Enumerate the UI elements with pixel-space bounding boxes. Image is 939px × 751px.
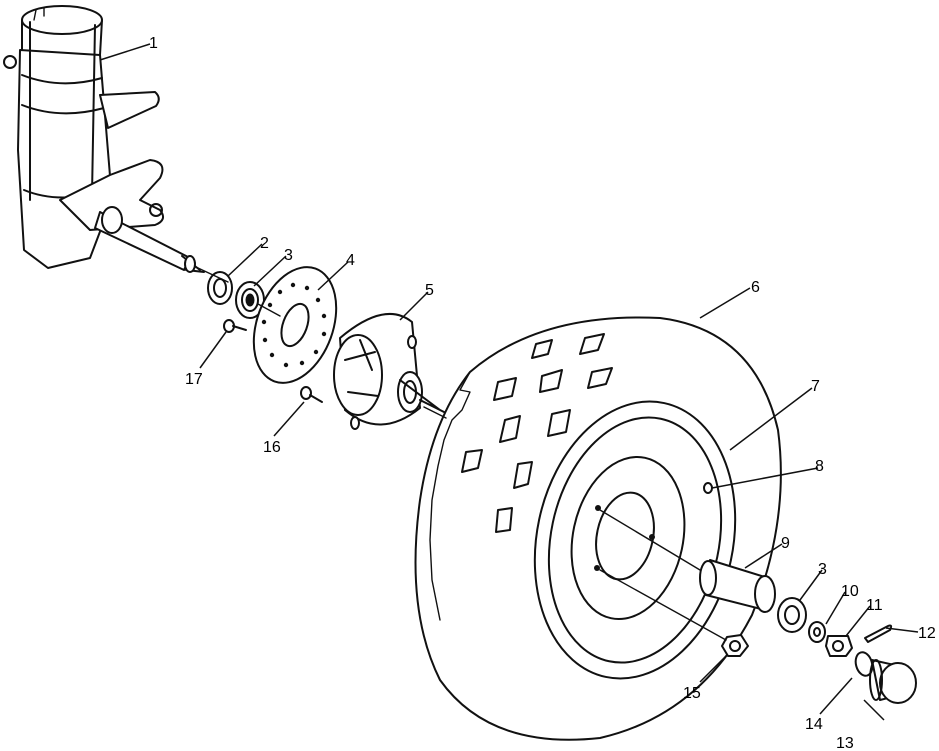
callout-label: 14	[805, 716, 823, 733]
callout-label: 7	[811, 378, 820, 395]
callout-label: 4	[346, 252, 355, 269]
cotter-pin-part	[864, 624, 893, 643]
callout-labels: 1 2 3 4 5 6 7 8 9 3 10 11 12 13 14 15 16…	[149, 35, 936, 751]
rim-part	[533, 400, 737, 680]
wheel-stud-part	[300, 386, 323, 403]
washer-part	[808, 621, 826, 643]
callout-label: 5	[425, 282, 434, 299]
callout-label: 6	[751, 279, 760, 296]
callout-label: 12	[918, 625, 936, 642]
callout-label: 11	[866, 597, 883, 614]
leader-lines	[99, 43, 919, 721]
lug-nut-part	[721, 634, 749, 657]
callout-label: 3	[284, 247, 293, 264]
callout-label: 2	[260, 235, 269, 252]
callout-label: 1	[149, 35, 158, 52]
castle-nut-part	[825, 635, 853, 657]
callout-label: 17	[185, 371, 203, 388]
spacer-part	[699, 559, 776, 613]
hub-cap-part	[869, 659, 917, 704]
assembly-axis-line	[197, 267, 727, 641]
callout-label: 10	[841, 583, 859, 600]
valve-stem-part	[703, 482, 713, 494]
brake-disc-bolt-part	[223, 319, 247, 333]
hub-part	[333, 313, 445, 430]
seal-part	[207, 271, 233, 305]
callout-label: 15	[683, 685, 701, 702]
callout-label: 9	[781, 535, 790, 552]
callout-label: 3	[818, 561, 827, 578]
callout-label: 13	[836, 735, 854, 751]
spindle-part	[3, 5, 205, 273]
callout-label: 16	[263, 439, 281, 456]
callout-label: 8	[815, 458, 824, 475]
brake-disc-part	[252, 266, 338, 384]
bearing-part	[235, 281, 265, 319]
outer-bearing-part	[777, 597, 807, 633]
